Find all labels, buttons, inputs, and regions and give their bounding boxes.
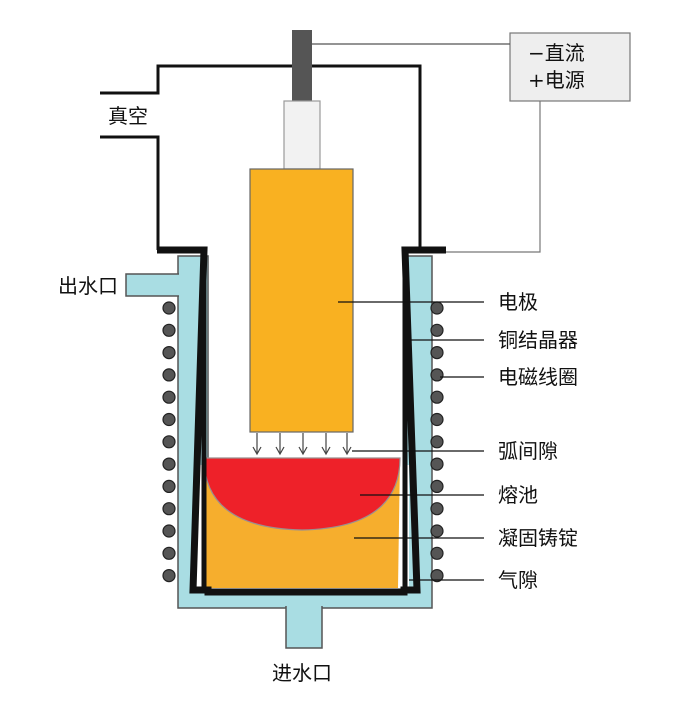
coil-turn [162,368,176,382]
arc-gap-label: 弧间隙 [498,439,558,463]
coil-turn [430,524,444,538]
coil-turn [162,346,176,360]
coil-turn [430,412,444,427]
coil-turn [430,368,444,382]
coil-turn [162,457,176,471]
coil-turn [430,479,444,493]
vacuum-label: 真空 [108,104,148,128]
coil-turn [430,546,444,560]
electrode [249,168,354,433]
electrode-connector [283,100,321,170]
em-coil-left [162,301,176,583]
coil-turn [430,435,444,449]
molten-pool [203,457,401,531]
coil-turn [430,568,444,583]
ingot-label: 凝固铸锭 [498,526,578,550]
coil-turn [430,457,444,471]
coil-turn [430,502,444,516]
power-wire-positive [446,101,541,253]
electrode-stem [292,30,312,102]
molten-pool-label: 熔池 [498,483,538,507]
em-coil-label: 电磁线圈 [498,365,578,389]
em-coil-right [430,301,444,583]
coil-turn [430,390,444,404]
copper-crucible-wall [157,246,446,596]
arc-gap-arrows [252,433,352,456]
coil-turn [162,412,176,427]
power-supply-box [509,32,631,102]
water-inlet-pipe [285,606,323,649]
coil-turn [162,524,176,538]
coil-turn [162,568,176,583]
coil-turn [430,346,444,360]
electrode-label: 电极 [498,290,538,314]
water-outlet-pipe [125,273,179,297]
coil-turn [162,479,176,493]
copper-crucible-label: 铜结晶器 [498,328,578,352]
water-in-label: 进水口 [272,661,332,685]
power-label-line2: +电源 [528,68,585,92]
coil-turn [162,301,176,315]
air-gap-label: 气隙 [498,568,538,592]
coil-turn [162,435,176,449]
leader-lines [338,301,484,581]
coil-turn [430,323,444,337]
water-out-label: 出水口 [58,274,118,298]
power-label-line1: −直流 [528,41,585,65]
coil-turn [162,546,176,560]
coil-turn [162,390,176,404]
coil-turn [162,323,176,337]
coil-turn [162,502,176,516]
coil-turn [430,301,444,315]
